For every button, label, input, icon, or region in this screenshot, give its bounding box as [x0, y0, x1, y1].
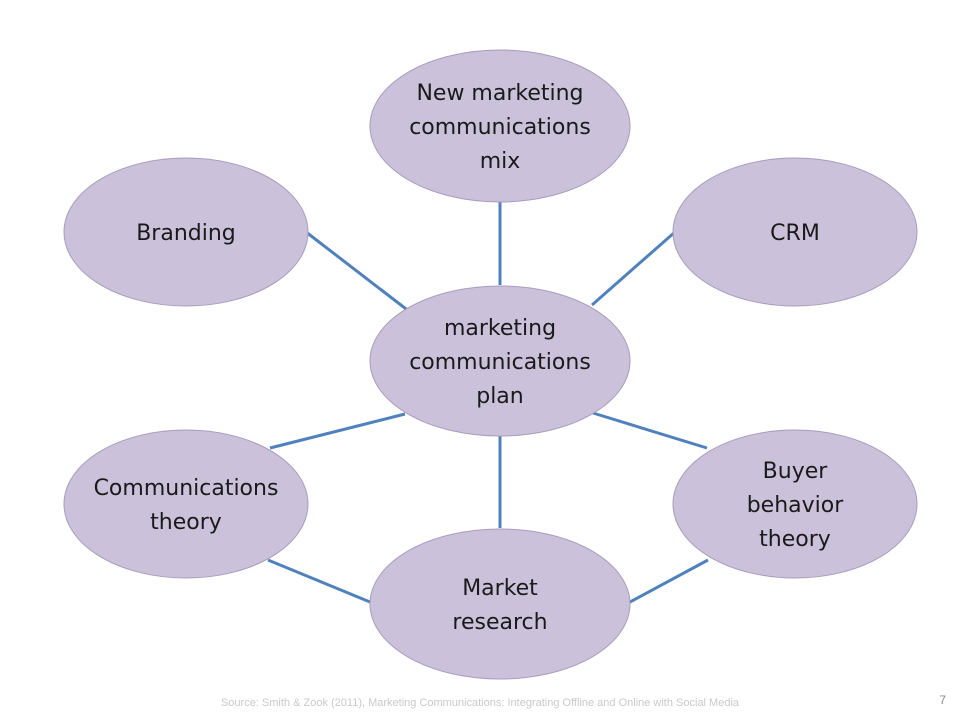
node-branding-shape — [63, 157, 309, 307]
node-market-research-label-line: research — [452, 610, 547, 635]
connector-buyer-theory-market-research — [629, 558, 709, 604]
node-comm-theory-shape — [63, 429, 309, 579]
node-branding: Branding — [63, 157, 309, 307]
node-market-research-label-line: Market — [462, 576, 538, 601]
node-crm: CRM — [672, 157, 918, 307]
node-buyer-theory-label-line: Buyer — [763, 459, 829, 484]
node-crm-label-line: CRM — [770, 221, 820, 246]
node-comm-theory-label-line: Communications — [94, 476, 279, 501]
source-citation: Source: Smith & Zook (2011), Marketing C… — [220, 697, 740, 709]
node-new-mix-label-line: communications — [409, 115, 591, 140]
node-new-mix-label-line: mix — [480, 149, 521, 174]
node-buyer-theory: Buyer behavior theory — [672, 429, 918, 579]
center-node-label-line: communications — [409, 350, 591, 375]
connector-center-buyer-theory — [592, 411, 708, 450]
node-new-mix-shape — [369, 49, 631, 203]
connector-center-crm — [591, 230, 676, 307]
node-buyer-theory-label-line: behavior — [747, 493, 845, 518]
node-new-mix-label-line: New marketing — [416, 81, 583, 106]
node-buyer-theory-shape — [672, 429, 918, 579]
connector-center-branding — [305, 230, 411, 314]
node-market-research-shape — [369, 528, 631, 680]
node-market-research: Market research — [369, 528, 631, 680]
connector-comm-theory-market-research — [267, 558, 371, 604]
connectors — [267, 202, 709, 604]
node-comm-theory: Communications theory — [63, 429, 309, 579]
node-comm-theory-label-line: theory — [150, 510, 222, 535]
nodes: marketing communications plan New marketing… — [63, 49, 918, 680]
page-number: 7 — [939, 693, 946, 707]
connector-center-comm-theory — [269, 412, 406, 450]
center-node-label-line: marketing — [444, 316, 556, 341]
center-node: marketing communications plan — [369, 285, 631, 437]
node-new-mix: New marketing communications mix — [369, 49, 631, 203]
node-branding-label-line: Branding — [136, 221, 236, 246]
node-buyer-theory-label-line: theory — [759, 527, 831, 552]
center-node-label-line: plan — [476, 384, 524, 409]
center-node-shape — [369, 285, 631, 437]
node-crm-shape — [672, 157, 918, 307]
